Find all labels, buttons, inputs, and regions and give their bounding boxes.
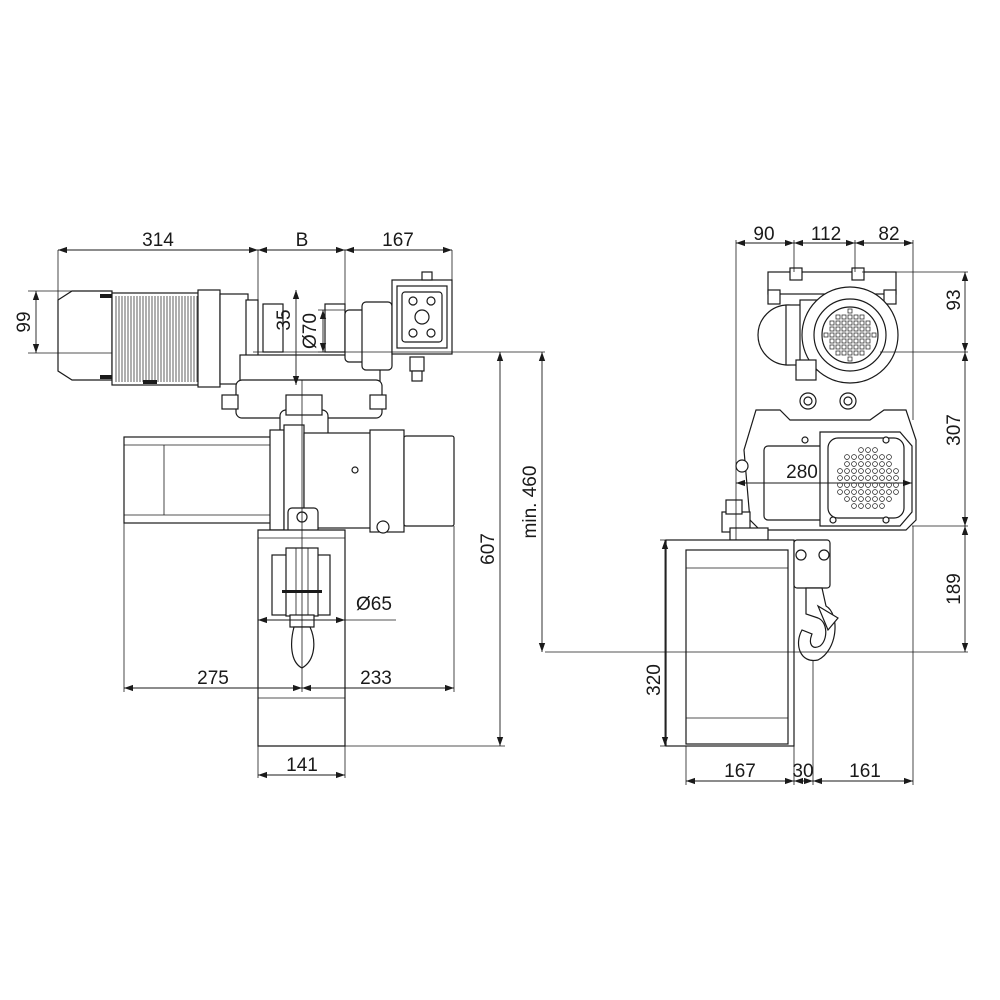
dim-607: 607 xyxy=(478,533,499,565)
side-travel-motor xyxy=(757,286,899,410)
dim-112: 112 xyxy=(811,224,841,245)
travel-motor-fins xyxy=(115,296,198,382)
dim-b: B xyxy=(296,230,309,251)
dim-167-top: 167 xyxy=(382,230,414,251)
dim-93: 93 xyxy=(944,289,965,310)
fan-grill xyxy=(823,308,877,362)
dim-99: 99 xyxy=(14,311,35,332)
side-chain-container xyxy=(665,539,795,747)
dim-167-bottom: 167 xyxy=(724,761,756,782)
hoist-motor xyxy=(123,424,305,536)
side-view: 90 112 82 93 307 189 280 320 167 30 161 xyxy=(545,224,969,785)
dim-280: 280 xyxy=(786,462,818,483)
dim-35: 35 xyxy=(274,309,295,330)
front-dimensions xyxy=(28,246,546,779)
dim-30: 30 xyxy=(792,761,813,782)
trolley-wheel xyxy=(344,301,393,371)
hoist-gearbox xyxy=(303,429,455,534)
dim-189: 189 xyxy=(944,573,965,605)
dim-90: 90 xyxy=(753,224,774,245)
dim-161: 161 xyxy=(849,761,881,782)
dim-hook-dia: Ø65 xyxy=(356,594,392,615)
control-box xyxy=(391,271,453,382)
dim-307: 307 xyxy=(944,414,965,446)
dim-141: 141 xyxy=(286,755,318,776)
dim-82: 82 xyxy=(878,224,899,245)
dim-233: 233 xyxy=(360,668,392,689)
dim-min-460: min. 460 xyxy=(520,466,541,539)
dim-314: 314 xyxy=(142,230,174,251)
hook-block xyxy=(257,507,346,747)
travel-motor xyxy=(57,289,259,388)
dim-320: 320 xyxy=(644,664,665,696)
side-hoist-body xyxy=(721,409,917,541)
front-view: 314 B 167 99 35 Ø70 Ø65 min. 460 607 275… xyxy=(14,230,546,779)
dim-wheel-dia: Ø70 xyxy=(300,313,321,349)
side-dimensions xyxy=(545,239,969,785)
dim-275: 275 xyxy=(197,668,229,689)
side-hook xyxy=(793,539,839,662)
